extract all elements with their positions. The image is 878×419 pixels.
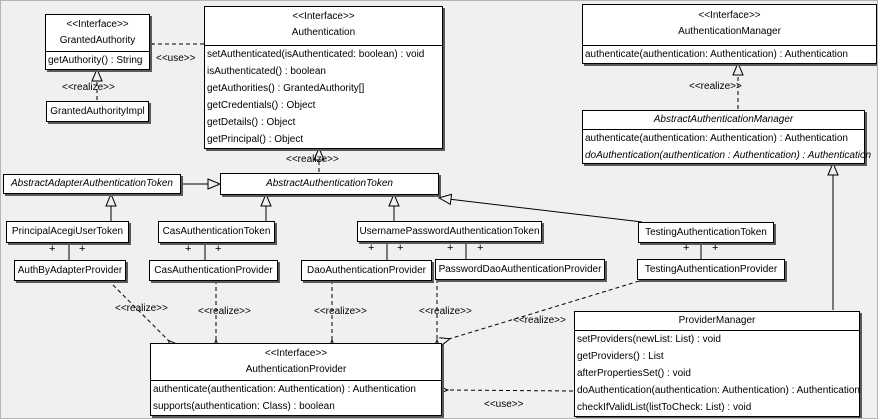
methods-compartment: authenticate(authentication: Authenticat… <box>583 45 876 63</box>
label-realize-grantedauthorityimpl: <<realize>> <box>62 82 115 93</box>
methods-compartment: authenticate(authentication: Authenticat… <box>151 380 441 415</box>
label-use-grantedauthority: <<use>> <box>156 53 196 64</box>
label-realize-abstractauthenticationtoken: <<realize>> <box>286 154 339 165</box>
class-name: TestingAuthenticationProvider <box>644 263 778 275</box>
class-auth-by-adapter-provider[interactable]: AuthByAdapterProvider <box>14 260 126 281</box>
edge-realize-testingauthenticationprovider <box>449 278 647 339</box>
class-authentication[interactable]: <<Interface>> Authentication setAuthenti… <box>204 6 443 149</box>
class-authentication-manager[interactable]: <<Interface>> AuthenticationManager auth… <box>582 4 877 64</box>
class-password-dao-authentication-provider[interactable]: PasswordDaoAuthenticationProvider <box>435 259 605 280</box>
method: doAuthentication(authentication: Authent… <box>577 385 860 396</box>
class-header: ProviderManager <box>575 312 859 330</box>
class-name: UsernamePasswordAuthenticationToken <box>359 225 540 237</box>
class-testing-authentication-provider[interactable]: TestingAuthenticationProvider <box>637 259 785 280</box>
assoc-end-plus: + <box>185 243 192 255</box>
class-granted-authority[interactable]: <<Interface>> GrantedAuthority getAuthor… <box>45 14 150 70</box>
class-header: <<Interface>> AuthenticationManager <box>583 5 876 45</box>
assoc-end-plus: + <box>447 242 454 254</box>
assoc-end-plus: + <box>477 242 484 254</box>
method: isAuthenticated() : boolean <box>207 66 326 77</box>
method: checkIfValidList(listToCheck: List) : vo… <box>577 402 752 413</box>
label-use-providermanager: <<use>> <box>484 399 524 410</box>
class-header: AbstractAuthenticationManager <box>583 111 864 129</box>
class-name: GrantedAuthority <box>59 35 136 46</box>
class-name: PasswordDaoAuthenticationProvider <box>438 263 602 275</box>
class-granted-authority-impl[interactable]: GrantedAuthorityImpl <box>46 101 149 122</box>
label-realize-daoauthenticationprovider: <<realize>> <box>314 306 367 317</box>
assoc-end-plus: + <box>49 243 56 255</box>
label-realize-abstractauthenticationmanager: <<realize>> <box>689 81 742 92</box>
assoc-end-plus: + <box>79 243 86 255</box>
class-name: DaoAuthenticationProvider <box>307 264 426 276</box>
class-header: <<Interface>> GrantedAuthority <box>46 15 149 51</box>
class-testing-authentication-token[interactable]: TestingAuthenticationToken <box>638 222 774 243</box>
class-name: AuthenticationProvider <box>245 364 347 375</box>
method: getCredentials() : Object <box>207 100 316 111</box>
class-header: <<Interface>> Authentication <box>205 7 442 45</box>
class-dao-authentication-provider[interactable]: DaoAuthenticationProvider <box>301 260 432 281</box>
class-name: AbstractAdapterAuthenticationToken <box>11 178 173 189</box>
class-name: AbstractAuthenticationToken <box>266 178 393 189</box>
methods-compartment: getAuthority() : String <box>46 51 149 69</box>
method: afterPropertiesSet() : void <box>577 368 691 379</box>
class-cas-authentication-token[interactable]: CasAuthenticationToken <box>158 221 275 243</box>
class-provider-manager[interactable]: ProviderManager setProviders(newList: Li… <box>574 311 860 417</box>
class-name: AuthenticationManager <box>678 26 781 37</box>
class-cas-authentication-provider[interactable]: CasAuthenticationProvider <box>149 260 278 281</box>
class-name: Authentication <box>291 27 356 38</box>
class-name: ProviderManager <box>678 315 756 326</box>
methods-compartment: authenticate(authentication: Authenticat… <box>583 129 872 164</box>
method: getDetails() : Object <box>207 117 296 128</box>
method: authenticate(authentication: Authenticat… <box>585 133 848 144</box>
class-name: AuthByAdapterProvider <box>17 264 123 276</box>
class-name: TestingAuthenticationToken <box>645 226 767 238</box>
assoc-end-plus: + <box>368 242 375 254</box>
label-realize-passworddaoprovider: <<realize>> <box>419 306 472 317</box>
stereotype: <<Interface>> <box>292 11 355 22</box>
assoc-end-plus: + <box>215 243 222 255</box>
methods-compartment: setAuthenticated(isAuthenticated: boolea… <box>205 45 442 148</box>
class-username-password-authentication-token[interactable]: UsernamePasswordAuthenticationToken <box>357 221 542 242</box>
edge-realize-authbyadapterprovider <box>107 279 169 341</box>
method: getProviders() : List <box>577 351 664 362</box>
assoc-end-plus: + <box>712 242 719 254</box>
method-abstract: doAuthentication(authentication : Authen… <box>585 150 872 161</box>
class-abstract-adapter-authentication-token[interactable]: AbstractAdapterAuthenticationToken <box>3 174 181 194</box>
method: supports(authentication: Class) : boolea… <box>153 401 335 412</box>
method: setAuthenticated(isAuthenticated: boolea… <box>207 49 425 60</box>
methods-compartment: setProviders(newList: List) : void getPr… <box>575 330 860 416</box>
stereotype: <<Interface>> <box>66 19 129 30</box>
class-authentication-provider[interactable]: <<Interface>> AuthenticationProvider aut… <box>150 343 442 416</box>
edge-use-providermanager-authenticationprovider <box>447 390 574 391</box>
class-name: PrincipalAcegiUserToken <box>11 226 124 237</box>
method: getPrincipal() : Object <box>207 134 304 145</box>
label-realize-testingprovider: <<realize>> <box>513 315 566 326</box>
stereotype: <<Interface>> <box>698 10 761 21</box>
method: getAuthorities() : GrantedAuthority[] <box>207 83 365 94</box>
class-abstract-authentication-manager[interactable]: AbstractAuthenticationManager authentica… <box>582 110 872 164</box>
class-name: CasAuthenticationToken <box>162 226 271 237</box>
label-realize-authbyadapterprovider: <<realize>> <box>115 303 168 314</box>
assoc-end-plus: + <box>397 242 404 254</box>
stereotype: <<Interface>> <box>264 348 328 359</box>
class-name: CasAuthenticationProvider <box>154 264 273 276</box>
method: getAuthority() : String <box>48 55 143 66</box>
class-abstract-authentication-token[interactable]: AbstractAuthenticationToken <box>220 173 439 195</box>
class-header: <<Interface>> AuthenticationProvider <box>151 344 441 380</box>
label-realize-casauthenticationprovider: <<realize>> <box>198 306 251 317</box>
method: authenticate(authentication: Authenticat… <box>585 49 848 60</box>
class-name: GrantedAuthorityImpl <box>50 105 145 117</box>
class-name: AbstractAuthenticationManager <box>653 114 794 125</box>
assoc-end-plus: + <box>683 242 690 254</box>
method: setProviders(newList: List) : void <box>577 334 721 345</box>
class-principal-acegi-user-token[interactable]: PrincipalAcegiUserToken <box>6 221 129 243</box>
method: authenticate(authentication: Authenticat… <box>153 384 416 395</box>
edge-gen-testingauthenticationtoken <box>440 198 643 223</box>
